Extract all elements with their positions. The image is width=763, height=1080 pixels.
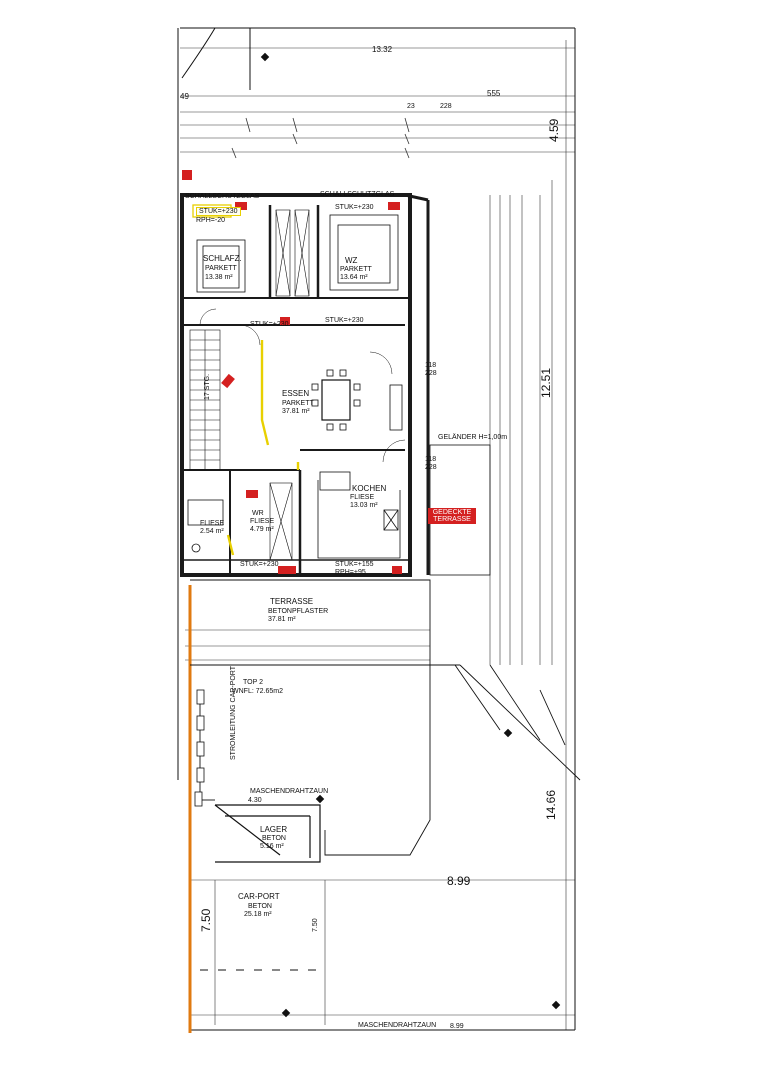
dim-228b: 228 bbox=[425, 464, 437, 471]
room-terrasse-floor: BETONPFLASTER bbox=[268, 608, 329, 615]
label-schall2: SCHALLSCHUTZGLAS bbox=[320, 191, 395, 198]
dim-top-459: 4.59 bbox=[547, 118, 561, 142]
dim-top-total: 13.32 bbox=[372, 45, 393, 54]
room-schlafz-name: SCHLAFZ. bbox=[203, 254, 242, 263]
level-markers bbox=[260, 52, 561, 1018]
label-wnfl: WNFL: 72.65m2 bbox=[232, 688, 283, 695]
room-schlafz-floor: PARKETT bbox=[205, 265, 237, 272]
room-essen-floor: PARKETT bbox=[282, 400, 314, 407]
room-flies-area: 2.54 m² bbox=[200, 528, 224, 535]
dim-carport-750: 7.50 bbox=[312, 918, 319, 932]
dim-118b: 118 bbox=[425, 456, 437, 463]
label-masche1: MASCHENDRAHTZAUN bbox=[250, 788, 329, 795]
wardrobe-hatch bbox=[269, 209, 310, 561]
room-carport-area: 25.18 m² bbox=[244, 911, 272, 918]
dim-bottom-899: 8.99 bbox=[447, 874, 471, 888]
label-stuk2: STUK=+230 bbox=[335, 204, 374, 211]
dimension-lines bbox=[180, 40, 575, 1030]
room-carport-floor: BETON bbox=[248, 903, 272, 910]
room-essen-name: ESSEN bbox=[282, 389, 310, 398]
label-stromleitung: STROMLEITUNG CAR-PORT bbox=[230, 666, 237, 760]
room-wz-area: 13.64 m² bbox=[340, 274, 368, 281]
label-gelaender: GELÄNDER H=1,00m bbox=[438, 434, 508, 441]
room-kochen-floor: FLIESE bbox=[350, 494, 375, 501]
room-wr-name: WR bbox=[252, 510, 264, 517]
label-gedeckte: GEDECKTE TERRASSE bbox=[428, 508, 476, 524]
label-top2: TOP 2 bbox=[243, 679, 263, 686]
room-lager-floor: BETON bbox=[262, 835, 286, 842]
label-stuk1: STUK=+230 bbox=[196, 207, 241, 216]
dim-228a: 228 bbox=[425, 370, 437, 377]
doors bbox=[199, 308, 406, 463]
room-wz-floor: PARKETT bbox=[340, 266, 372, 273]
room-schlafz-area: 13.38 m² bbox=[205, 274, 233, 281]
site-outline bbox=[190, 579, 581, 856]
label-stuk5: STUK=+155 bbox=[335, 561, 374, 568]
room-flies-name: FLIESE bbox=[200, 520, 225, 527]
dim-lager-430: 4.30 bbox=[248, 797, 262, 804]
lager-outline bbox=[214, 804, 321, 863]
furniture bbox=[187, 214, 403, 559]
carport-posts bbox=[194, 689, 205, 807]
room-wr-area: 4.79 m² bbox=[250, 526, 274, 533]
room-lager-area: 5.16 m² bbox=[260, 843, 284, 850]
label-stuk3: STUK=+230 bbox=[250, 321, 289, 328]
room-terrasse-name: TERRASSE bbox=[270, 597, 314, 606]
label-stuk4: STUK=+230 bbox=[325, 317, 364, 324]
room-carport-name: CAR-PORT bbox=[238, 892, 280, 901]
dim-right-1466: 14.66 bbox=[544, 789, 558, 820]
dim-bottom-899b: 8.99 bbox=[450, 1023, 464, 1030]
dim-right-1251: 12.51 bbox=[539, 367, 553, 398]
stair bbox=[189, 329, 221, 471]
label-stiege: 17 STG. bbox=[204, 373, 211, 400]
dim-top-228: 228 bbox=[440, 103, 452, 110]
dim-top-555: 555 bbox=[487, 89, 501, 98]
dim-left-750: 7.50 bbox=[199, 908, 213, 932]
room-terrasse-area: 37.81 m² bbox=[268, 616, 296, 623]
label-rph1: RPH=-20 bbox=[196, 217, 225, 224]
room-kochen-area: 13.03 m² bbox=[350, 502, 378, 509]
dim-top-49: 49 bbox=[180, 92, 189, 101]
red-markers bbox=[182, 170, 402, 574]
label-schall1: SCHALLSCHUTZGLAS bbox=[185, 193, 260, 200]
room-kochen-name: KOCHEN bbox=[352, 484, 387, 493]
room-essen-area: 37.81 m² bbox=[282, 408, 310, 415]
room-wz-name: WZ bbox=[345, 256, 358, 265]
room-lager-name: LAGER bbox=[260, 825, 288, 834]
dim-top-23: 23 bbox=[407, 103, 415, 110]
label-rph2: RPH=+95 bbox=[335, 569, 366, 576]
plot-boundary bbox=[177, 27, 576, 1031]
label-masche2: MASCHENDRAHTZAUN bbox=[358, 1022, 437, 1029]
dim-118a: 118 bbox=[425, 362, 437, 369]
label-stuk6: STUK=+230 bbox=[240, 561, 279, 568]
room-wr-floor: FLIESE bbox=[250, 518, 275, 525]
